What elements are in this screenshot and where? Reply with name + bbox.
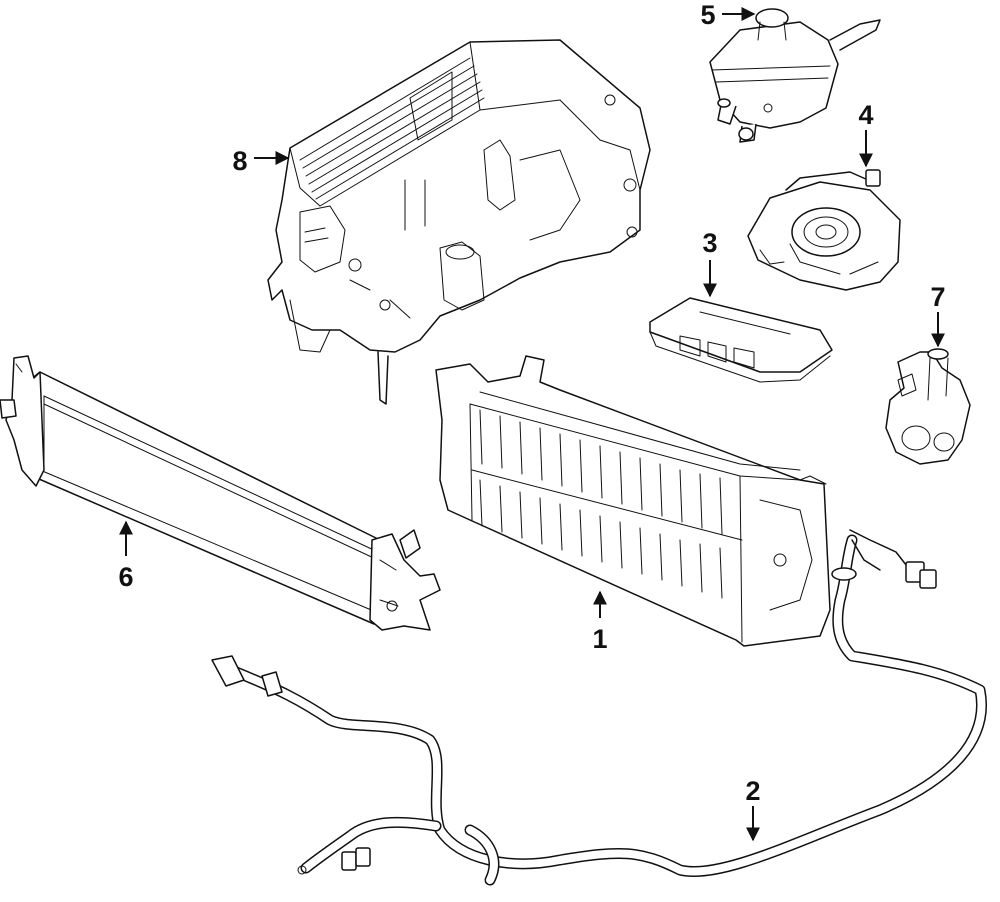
callout-label-7: 7: [930, 282, 945, 312]
callout-label-5: 5: [700, 0, 715, 30]
wire-harness-part: [211, 529, 987, 886]
battery-pack-part: [435, 355, 831, 647]
callout-label-6: 6: [118, 562, 133, 592]
inverter-part: [267, 39, 651, 405]
callout-label-2: 2: [745, 776, 760, 806]
callout-label-3: 3: [702, 228, 717, 258]
callout-labels: 1 2 3 4 5 6 7 8: [118, 0, 945, 806]
callout-label-8: 8: [232, 146, 247, 176]
callout-label-4: 4: [858, 100, 873, 130]
coolant-reservoir-part: [709, 8, 881, 143]
control-module-part: [649, 297, 833, 383]
callout-arrows: [119, 7, 945, 842]
water-pump-part: [885, 348, 971, 465]
radiator-part: [0, 355, 441, 631]
cooling-fan-part: [747, 169, 901, 291]
callout-label-1: 1: [592, 624, 607, 654]
